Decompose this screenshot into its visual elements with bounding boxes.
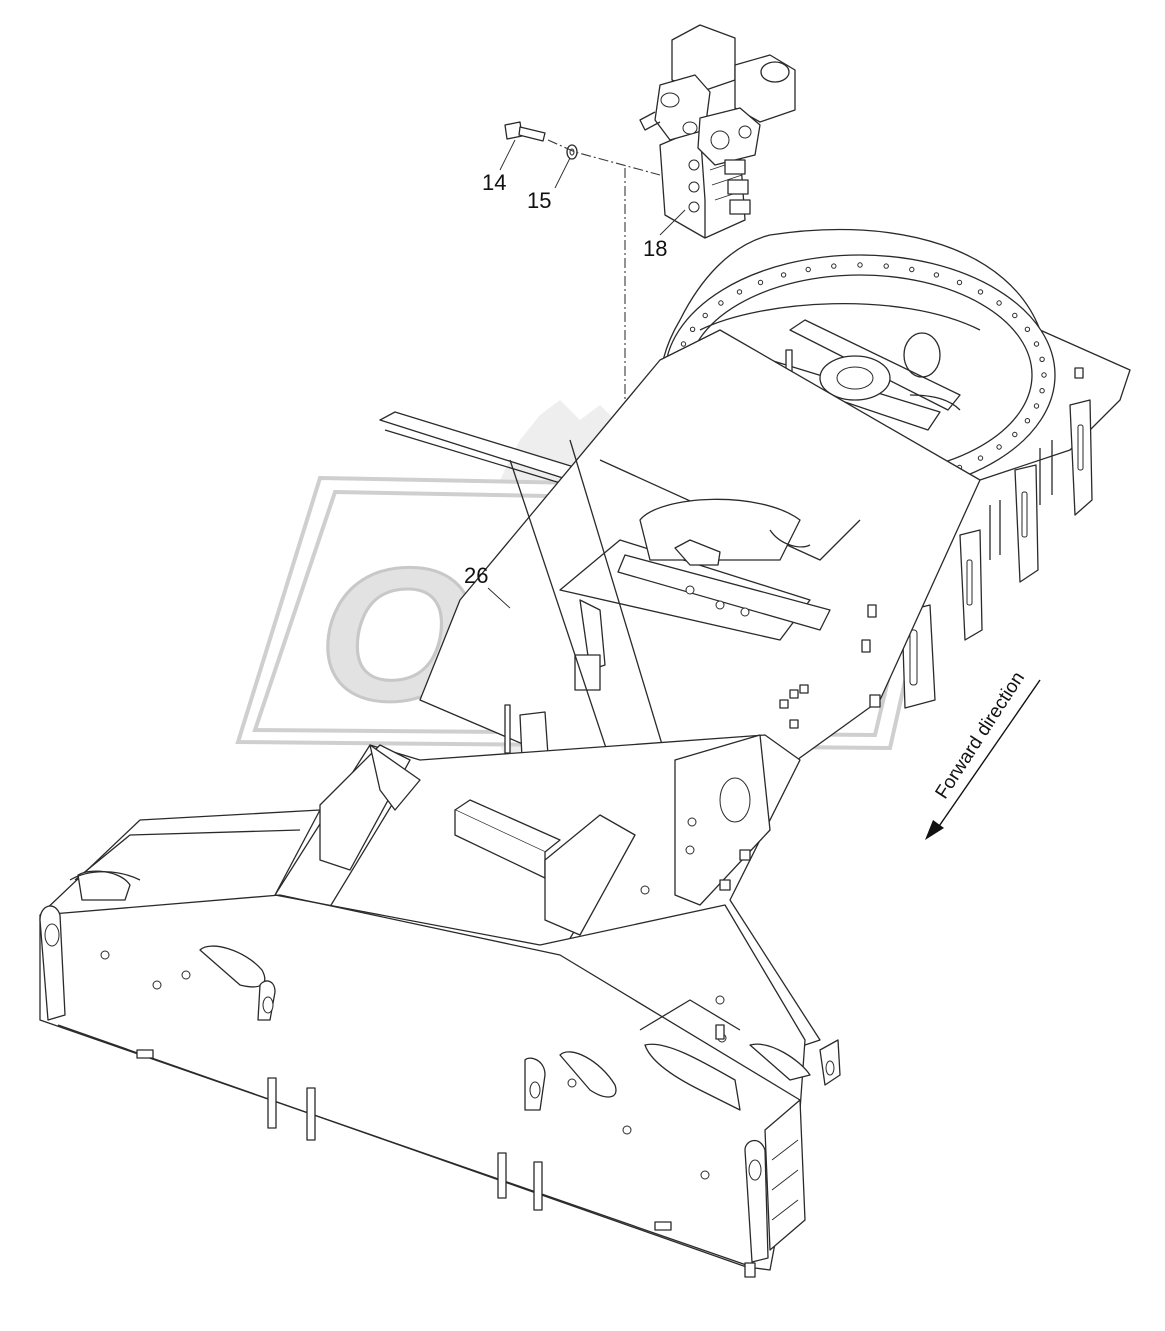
ring-bolt-hole [689,326,696,332]
ring-bolt-hole [702,312,708,319]
callout-15: 15 [527,188,551,213]
callout-labels: 14 15 18 26 [464,139,686,609]
ring-bolt-hole [909,266,915,273]
forward-direction-indicator: Forward direction [925,668,1041,840]
callout-14: 14 [482,170,506,195]
ring-bolt-hole [718,300,724,306]
valve-block-assembly [639,24,796,239]
ring-bolt-hole [757,279,764,286]
forward-direction-label: Forward direction [932,668,1030,803]
callout-26: 26 [464,563,488,588]
ring-bolt-hole [1041,372,1047,378]
forward-arrow-line [934,679,1041,833]
ring-bolt-hole [680,341,687,347]
ring-bolt-hole [1039,388,1045,394]
ring-bolt-hole [996,444,1002,450]
ring-bolt-hole [1033,341,1040,347]
ring-bolt-hole [977,455,984,461]
ring-bolt-hole [805,266,811,273]
ring-bolt-hole [736,289,743,295]
front-lower-beam [39,809,841,1278]
bolt-and-washer [504,121,578,160]
forward-arrow-icon [925,820,944,840]
central-frame-body [419,329,981,871]
ring-bolt-hole [857,262,863,268]
ring-bolt-hole [996,300,1002,306]
callout-18: 18 [643,236,667,261]
frame-side-brackets [901,367,1093,709]
ring-bolt-hole [1039,356,1045,362]
ring-bolt-hole [1024,326,1031,332]
ring-bolt-hole [831,263,837,269]
ring-bolt-hole [977,289,984,295]
ring-bolt-hole [883,263,889,269]
bolt-centerline [547,139,661,176]
ring-bolt-hole [1012,312,1018,319]
ring-bolt-hole [780,272,787,278]
ring-bolt-hole [956,279,963,286]
ring-bolt-hole [1012,431,1018,438]
ring-bolt-hole [1024,418,1031,424]
ring-bolt-hole [1033,403,1040,409]
ring-bolt-hole [933,272,940,278]
